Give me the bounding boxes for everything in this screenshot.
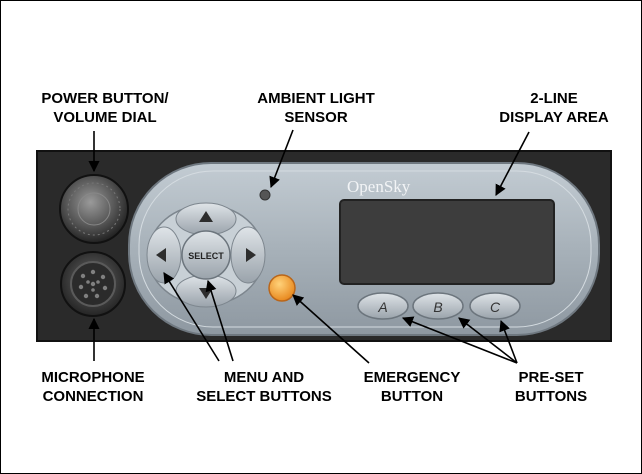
ambient-light-sensor: [260, 190, 270, 200]
label-mic-line1: MICROPHONE: [31, 368, 155, 387]
label-preset-line1: PRE-SET: [501, 368, 601, 387]
label-preset-line2: BUTTONS: [501, 387, 601, 406]
preset-key-c-label: C: [490, 299, 501, 315]
display-screen: [340, 200, 554, 284]
label-emergency-line2: BUTTON: [351, 387, 473, 406]
preset-key-b-label: B: [433, 299, 442, 315]
label-emergency-line1: EMERGENCY: [351, 368, 473, 387]
label-emergency: EMERGENCY BUTTON: [351, 368, 473, 406]
label-menu-line2: SELECT BUTTONS: [186, 387, 342, 406]
label-power-volume: POWER BUTTON/ VOLUME DIAL: [35, 89, 175, 127]
label-display-line2: DISPLAY AREA: [489, 108, 619, 127]
label-microphone: MICROPHONE CONNECTION: [31, 368, 155, 406]
label-display-line1: 2-LINE: [489, 89, 619, 108]
label-menu-select: MENU AND SELECT BUTTONS: [186, 368, 342, 406]
preset-key-a-label: A: [377, 299, 387, 315]
label-ambient-line1: AMBIENT LIGHT: [251, 89, 381, 108]
label-display-area: 2-LINE DISPLAY AREA: [489, 89, 619, 127]
label-power-line1: POWER BUTTON/: [35, 89, 175, 108]
label-power-line2: VOLUME DIAL: [35, 108, 175, 127]
label-ambient-sensor: AMBIENT LIGHT SENSOR: [251, 89, 381, 127]
power-volume-knob-icon[interactable]: [60, 175, 128, 243]
label-menu-line1: MENU AND: [186, 368, 342, 387]
microphone-connector-icon: [61, 252, 125, 316]
label-ambient-line2: SENSOR: [251, 108, 381, 127]
brand-logo: OpenSky: [347, 177, 411, 196]
label-preset: PRE-SET BUTTONS: [501, 368, 601, 406]
emergency-button: [269, 275, 295, 301]
label-mic-line2: CONNECTION: [31, 387, 155, 406]
preset-buttons-group[interactable]: A B C: [358, 293, 520, 319]
select-button-label: SELECT: [188, 251, 224, 261]
